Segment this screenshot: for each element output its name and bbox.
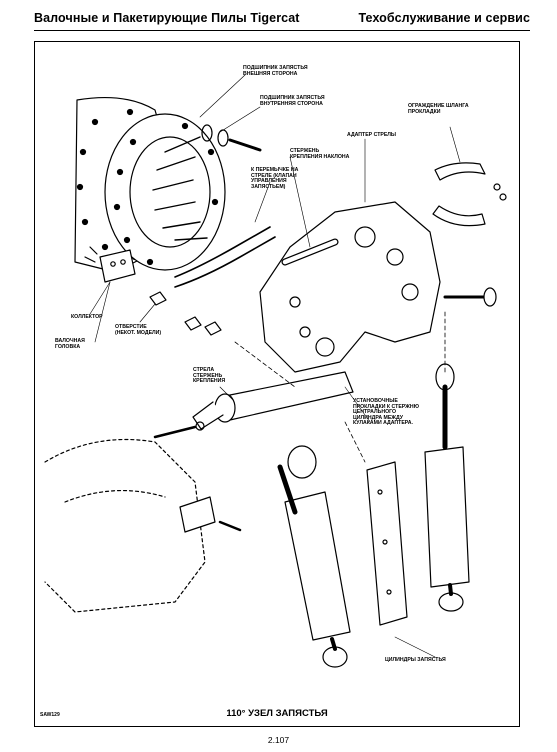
manifold-block <box>84 246 136 283</box>
adapter-bolt-right <box>443 287 497 307</box>
felling-head-lower <box>44 438 206 613</box>
header-left-title: Валочные и Пакетирующие Пилы Tigercat <box>34 11 300 25</box>
label-boom-pin: СТРЕЛА СТЕРЖЕНЬ КРЕПЛЕНИЯ <box>193 367 226 385</box>
lower-bolts <box>153 421 242 533</box>
figure-frame: ПОДШИПНИК ЗАПЯСТЬЯ ВНЕШНЯЯ СТОРОНА ПОДШИ… <box>34 41 520 727</box>
assembly-centerlines <box>234 311 446 463</box>
label-shims: УСТАНОВОЧНЫЕ ПРОКЛАДКИ К СТЕРЖНЮ ЦЕНТРАЛ… <box>353 398 419 427</box>
label-wrist-cylinders: ЦИЛИНДРЫ ЗАПЯСТЬЯ <box>385 657 446 663</box>
header-right-title: Техобслуживание и сервис <box>358 11 530 25</box>
label-tilt-pin: СТЕРЖЕНЬ КРЕПЛЕНИЯ НАКЛОНА <box>290 148 350 160</box>
wrist-cylinder-left <box>277 445 351 668</box>
label-manifold: КОЛЛЕКТОР <box>71 314 103 320</box>
label-jumper: К ПЕРЕМЫЧКЕ НА СТРЕЛЕ (КЛАПАН УПРАВЛЕНИЯ… <box>251 167 299 190</box>
wrist-cylinder-right <box>424 363 470 612</box>
cylinder-bracket <box>366 461 408 626</box>
leader-lines <box>89 74 461 658</box>
wrist-assembly-drawing <box>44 74 507 668</box>
boom-adapter <box>259 201 441 373</box>
label-hose-guard: ОГРАЖДЕНИЕ ШЛАНГА ПРОКЛАДКИ <box>408 103 469 115</box>
wrist-bearing <box>104 113 226 271</box>
fittings <box>149 291 222 336</box>
label-boom-adapter: АДАПТЕР СТРЕЛЫ <box>347 132 396 138</box>
label-port: ОТВЕРСТИЕ (НЕКОТ. МОДЕЛИ) <box>115 324 162 336</box>
tilt-pin <box>281 238 339 266</box>
bearing-studs <box>152 136 208 241</box>
hoses <box>174 226 276 288</box>
header-rule <box>34 30 530 31</box>
figure-id: SAW129 <box>40 712 60 718</box>
label-inner-bearing: ПОДШИПНИК ЗАПЯСТЬЯ ВНУТРЕННЯЯ СТОРОНА <box>260 95 325 107</box>
figure-caption: 110° УЗЕЛ ЗАПЯСТЬЯ <box>226 708 328 719</box>
label-outer-bearing: ПОДШИПНИК ЗАПЯСТЬЯ ВНЕШНЯЯ СТОРОНА <box>243 65 308 77</box>
page-number: 2.107 <box>267 735 290 745</box>
hose-guard <box>432 162 507 227</box>
label-felling-head: ВАЛОЧНАЯ ГОЛОВКА <box>55 338 85 350</box>
